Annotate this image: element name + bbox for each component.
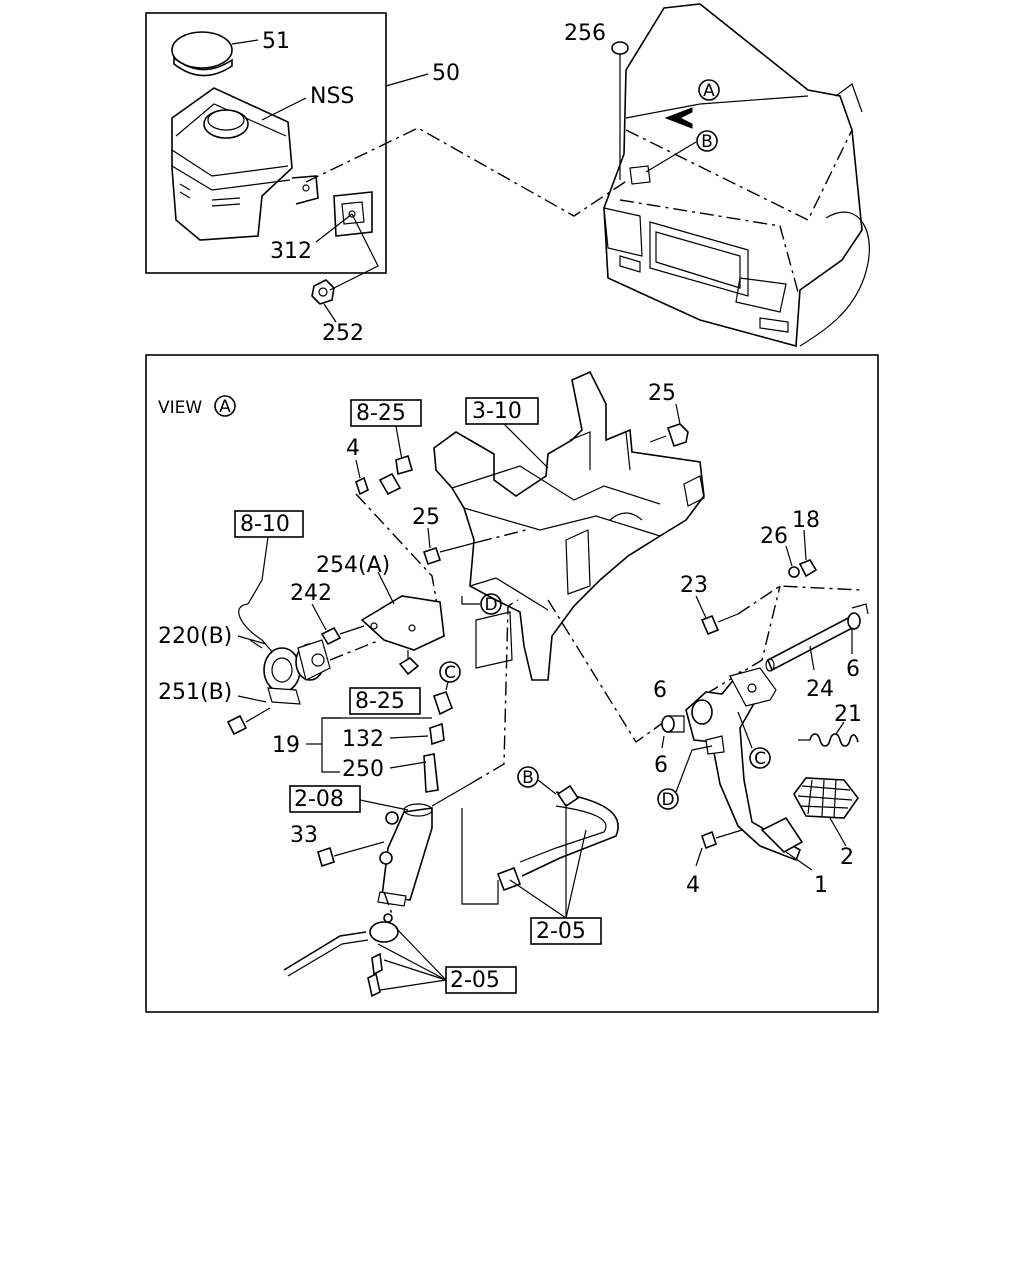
label-6b-number: 6	[654, 753, 668, 778]
ref-box-3-10: 3-10	[472, 399, 522, 424]
nut-252	[311, 279, 335, 305]
reservoir-cap	[171, 31, 233, 77]
pedal-pad-2	[793, 777, 859, 819]
bolt-251b	[226, 707, 271, 736]
label-1: 1	[814, 873, 828, 898]
return-spring-21	[798, 733, 859, 747]
label-254A: 254(A)	[316, 553, 390, 578]
bolt-25-upper	[649, 423, 689, 448]
label-250: 250	[342, 757, 384, 782]
ref-box-8-25-top: 8-25	[356, 401, 406, 426]
clutch-pedal-arm-1	[685, 667, 801, 862]
label-220B: 220(B)	[158, 624, 232, 649]
screw-4-lower	[701, 829, 743, 850]
clutch-master-cylinder	[377, 783, 471, 907]
label-18: 18	[792, 508, 820, 533]
ref-box-3-10-frame	[465, 397, 539, 425]
ref-circle-A	[698, 79, 720, 101]
bolt-25-mid	[422, 541, 479, 566]
ref-box-2-08: 2-08	[294, 787, 344, 812]
view-a-arrow-icon	[664, 107, 693, 129]
view-a-frame	[145, 354, 879, 1013]
label-25b: 25	[412, 505, 440, 530]
truck-cab-front	[603, 3, 870, 348]
washer-26	[788, 566, 800, 578]
ref-circle-C-lower	[749, 747, 771, 769]
fluid-reservoir	[171, 87, 319, 241]
pedal-bracket	[433, 370, 705, 681]
view-title: VIEW	[158, 398, 202, 418]
label-4a: 4	[346, 436, 360, 461]
ref-circle-C-upper	[439, 661, 461, 683]
ref-circle-D-upper	[480, 593, 502, 615]
clutch-switch-assembly	[238, 603, 381, 705]
bolt-242	[320, 625, 365, 646]
ref-box-8-25-mid: 8-25	[355, 689, 405, 714]
cab-plug-256	[611, 41, 629, 55]
switch-bracket-254a	[360, 595, 445, 651]
bolt-23	[700, 613, 739, 636]
ref-C-lower-text: C	[754, 749, 766, 769]
ref-box-8-10: 8-10	[240, 512, 290, 537]
label-21: 21	[834, 702, 862, 727]
ref-box-8-10-frame	[234, 510, 304, 538]
label-4b: 4	[686, 873, 700, 898]
label-242: 242	[290, 581, 332, 606]
ref-box-2-05-bottom: 2-05	[450, 968, 500, 993]
ref-circle-D-lower	[657, 788, 679, 810]
pushrod-parts-19	[423, 690, 454, 793]
nut-switch	[398, 656, 420, 676]
ref-box-8-25-top-frame	[350, 399, 422, 427]
screw-4-upper	[355, 476, 369, 496]
pedal-pad-mount	[760, 816, 804, 853]
label-NSS: NSS	[310, 84, 354, 109]
label-312: 312	[270, 239, 312, 264]
switch-8-25	[378, 454, 413, 496]
label-50: 50	[432, 61, 460, 86]
ref-circle-B-lower	[517, 766, 539, 788]
label-6b: 6	[653, 678, 667, 703]
bolt-33	[317, 841, 385, 868]
clutch-hose	[496, 784, 619, 892]
ref-B-lower-text: B	[522, 768, 534, 788]
ref-C-upper-text: C	[444, 663, 456, 683]
label-25a: 25	[648, 381, 676, 406]
nut-18	[798, 559, 818, 578]
ref-D-upper-text: D	[484, 595, 497, 615]
label-251B: 251(B)	[158, 680, 232, 705]
ref-box-2-08-frame	[289, 785, 361, 813]
pedal-shaft-24	[765, 603, 869, 672]
view-title-ref: A	[219, 397, 231, 417]
hydraulic-line-lower	[283, 913, 399, 998]
ref-A-text: A	[703, 81, 715, 101]
label-256: 256	[564, 21, 606, 46]
label-33: 33	[290, 823, 318, 848]
label-2: 2	[840, 845, 854, 870]
label-6a: 6	[846, 657, 860, 682]
ref-D-lower-text: D	[661, 790, 674, 810]
label-252: 252	[322, 321, 364, 346]
label-23: 23	[680, 573, 708, 598]
reservoir-bracket	[333, 191, 373, 237]
label-132: 132	[342, 727, 384, 752]
label-26: 26	[760, 524, 788, 549]
ref-box-2-05-right: 2-05	[536, 919, 586, 944]
label-19: 19	[272, 733, 300, 758]
view-title-circle	[214, 395, 236, 417]
label-24: 24	[806, 677, 834, 702]
ref-B-text: B	[701, 132, 713, 152]
ref-box-8-25-mid-frame	[349, 687, 421, 715]
bushing-6	[661, 715, 685, 733]
label-51: 51	[262, 29, 290, 54]
ref-circle-B	[696, 130, 718, 152]
